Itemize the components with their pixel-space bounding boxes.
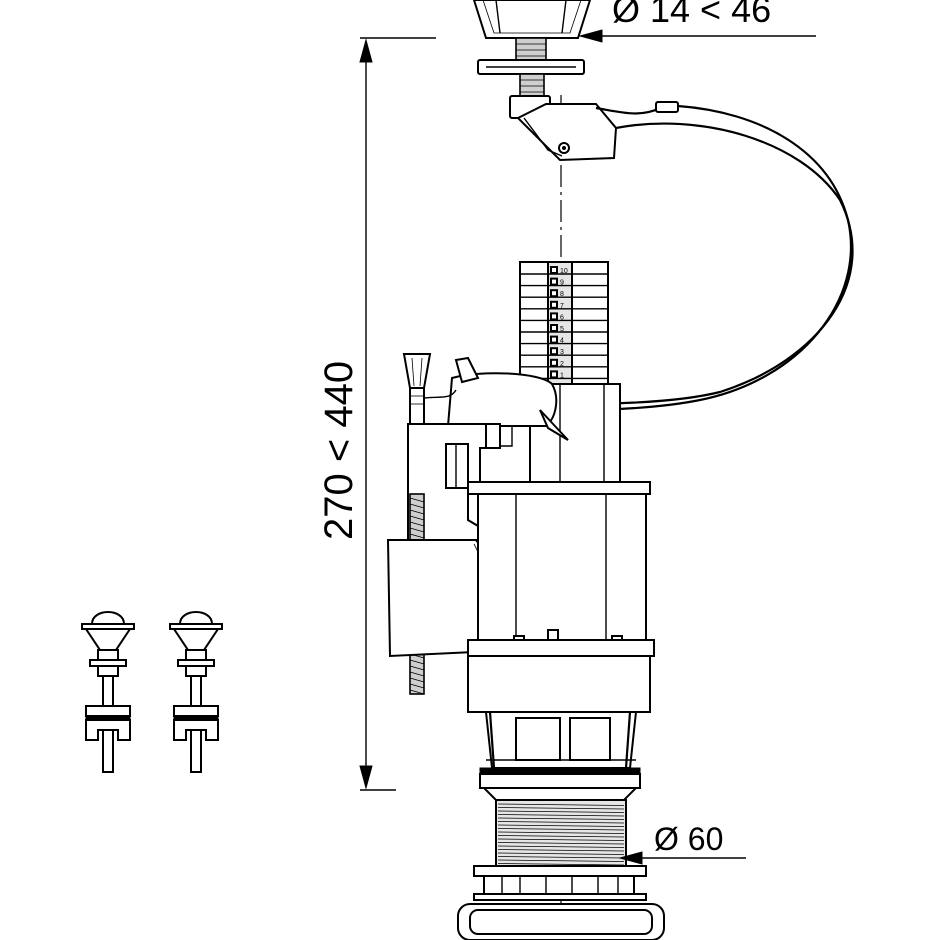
scale-mark-label: 8 xyxy=(560,291,564,298)
lock-nut xyxy=(473,865,647,901)
bottom-diameter-label: Ø 60 xyxy=(654,821,723,857)
thread-line xyxy=(497,859,625,862)
thread-line xyxy=(409,509,425,515)
scale-slot xyxy=(550,266,558,274)
thread-line xyxy=(409,515,425,521)
scale-slot xyxy=(550,300,558,309)
scale-mark-label: 5 xyxy=(560,326,564,333)
button-flange xyxy=(477,59,585,75)
bowden-cable xyxy=(571,104,854,412)
spring xyxy=(519,73,545,97)
scale-slot xyxy=(550,347,558,356)
thread-line xyxy=(409,503,425,509)
thread-line xyxy=(497,835,625,838)
thread-line xyxy=(409,677,425,683)
thread-line xyxy=(409,497,425,503)
scale-mark-label: 2 xyxy=(560,361,564,368)
thread-line xyxy=(497,852,625,855)
thread-line xyxy=(497,842,625,845)
thread-line xyxy=(409,521,425,527)
scale-mark-label: 6 xyxy=(560,314,564,321)
valve-body xyxy=(467,481,655,713)
top-diameter-label: Ø 14 < 46 xyxy=(612,0,771,30)
height-dimension: 270 < 440 xyxy=(317,37,436,791)
thread-line xyxy=(497,828,625,831)
thread-line xyxy=(497,845,625,848)
scale-mark-label: 7 xyxy=(560,303,564,310)
thread-line xyxy=(497,863,625,866)
scale-slot xyxy=(550,335,558,344)
thread-line xyxy=(497,814,625,817)
scale-slot xyxy=(550,358,558,367)
thread-line xyxy=(409,527,425,533)
thread-line xyxy=(409,659,425,665)
threaded-rod xyxy=(515,37,547,63)
height-scale-column: 10 9 8 7 6 5 4 3 2 1 xyxy=(519,261,609,385)
overflow-tube xyxy=(529,383,621,485)
scale-slot xyxy=(550,312,558,321)
thread-line xyxy=(497,856,625,859)
trigger-lever xyxy=(446,356,569,447)
thread-line xyxy=(497,817,625,820)
fixing-bolt-left xyxy=(81,611,135,773)
base-washer xyxy=(457,903,665,940)
scale-slot xyxy=(550,324,558,332)
scale-slot xyxy=(550,289,558,298)
scale-slot xyxy=(550,277,558,286)
thread-line xyxy=(497,810,625,813)
thread-line xyxy=(409,533,425,539)
thread-line xyxy=(409,665,425,671)
top-diameter-dimension: Ø 14 < 46 xyxy=(578,0,816,43)
thread-line xyxy=(497,821,625,824)
thread-line xyxy=(497,849,625,852)
fixing-bolt-right xyxy=(169,611,223,773)
height-dimension-label: 270 < 440 xyxy=(317,361,361,540)
scale-mark-label: 1 xyxy=(560,372,564,379)
bottom-diameter-dimension: Ø 60 xyxy=(618,821,746,865)
cable-actuator xyxy=(509,95,679,162)
threaded-tailpiece xyxy=(495,799,627,867)
thread-line xyxy=(409,689,425,695)
thread-line xyxy=(409,683,425,689)
seal-ring xyxy=(479,767,641,801)
push-button xyxy=(472,0,592,39)
adjustment-screw xyxy=(402,353,457,427)
scale-mark-label: 9 xyxy=(560,280,564,287)
scale-slot xyxy=(550,370,558,379)
thread-line xyxy=(497,807,625,810)
scale-mark-label: 3 xyxy=(560,349,564,356)
thread-line xyxy=(497,803,625,806)
scale-mark-label: 10 xyxy=(560,268,568,275)
thread-line xyxy=(409,671,425,677)
thread-line xyxy=(497,838,625,841)
thread-line xyxy=(497,831,625,834)
thread-line xyxy=(497,824,625,827)
scale-mark-label: 4 xyxy=(560,338,564,345)
seal-cage xyxy=(484,711,638,769)
